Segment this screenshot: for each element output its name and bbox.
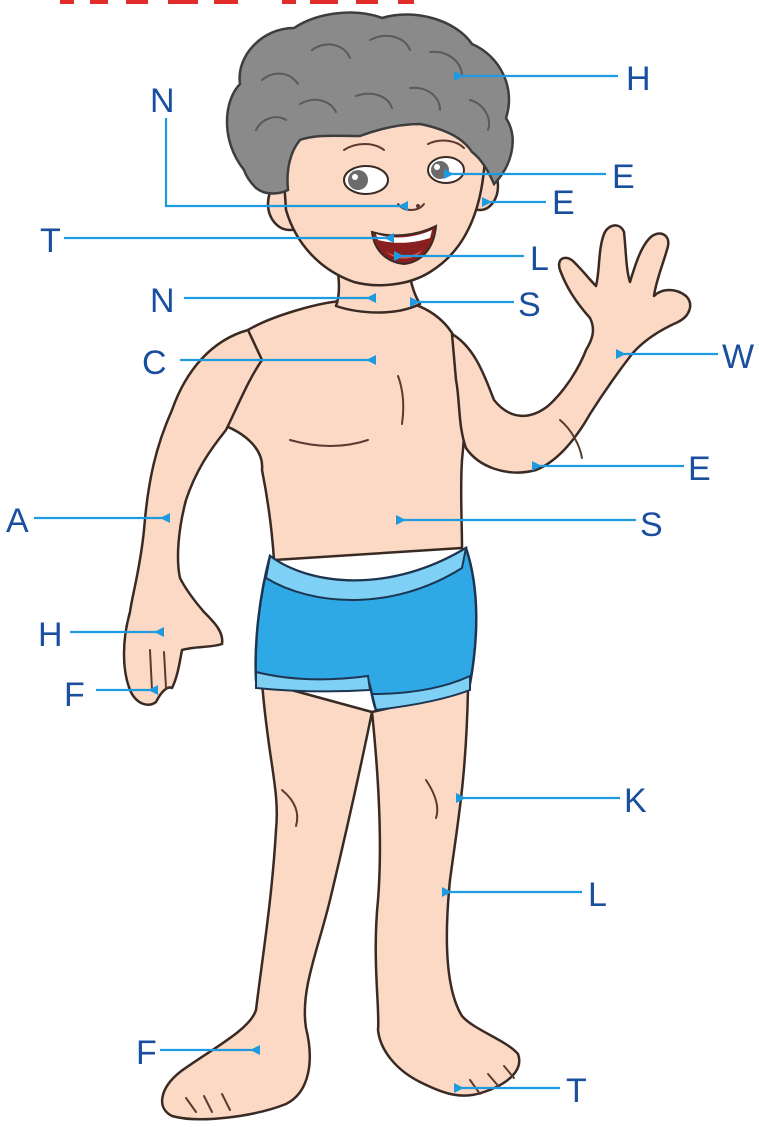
left-leg: [162, 682, 372, 1119]
label-arm: A: [6, 502, 29, 540]
label-chest: C: [142, 344, 167, 382]
right-arm: [452, 225, 690, 472]
label-ear: E: [552, 184, 575, 222]
label-foot: F: [136, 1034, 157, 1072]
label-nose: N: [150, 82, 175, 120]
label-lips: L: [530, 240, 549, 278]
label-eye: E: [612, 158, 635, 196]
label-elbow: E: [688, 450, 711, 488]
head: [227, 13, 513, 286]
label-stomach: S: [640, 506, 663, 544]
label-knee: K: [624, 782, 647, 820]
label-toe: T: [566, 1072, 587, 1110]
label-teeth: T: [40, 222, 61, 260]
label-neck: N: [150, 282, 175, 320]
title-remnant: [60, 0, 414, 4]
label-shoulder: S: [518, 286, 541, 324]
label-head: H: [626, 60, 651, 98]
shorts: [256, 548, 477, 710]
label-finger: F: [64, 676, 85, 714]
label-leg: L: [588, 876, 607, 914]
label-hand: H: [38, 616, 63, 654]
label-wrist: W: [722, 338, 754, 376]
